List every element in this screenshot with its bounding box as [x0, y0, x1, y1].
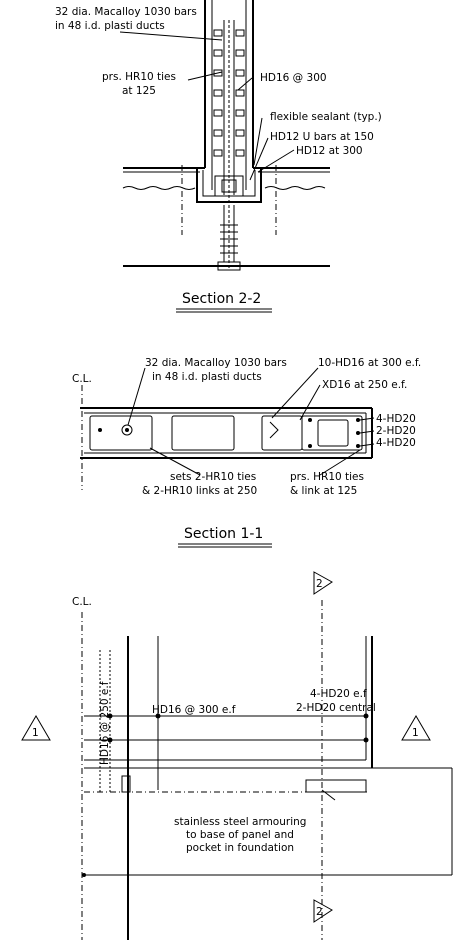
section-2-2-ties-label-2: at 125 [122, 85, 156, 97]
section-1-1-sets-label-2: & 2-HR10 links at 250 [142, 485, 257, 497]
elevation-armour-label-2: to base of panel and [186, 829, 294, 841]
section-1-1-xd16-label: XD16 at 250 e.f. [322, 379, 407, 391]
section-2-2: 32 dia. Macalloy 1030 bars in 48 i.d. pl… [55, 0, 382, 313]
section-1-1-cl-label: C.L. [72, 373, 92, 385]
section-1-1-title: Section 1-1 [184, 526, 263, 542]
section-2-2-ties [213, 29, 245, 157]
section-1-mark-right-label: 1 [412, 727, 419, 739]
section-1-1-prs-label-2: & link at 125 [290, 485, 357, 497]
section-1-1-hd20-a: 4-HD20 [376, 413, 416, 425]
section-2-marker-top: 2 [313, 571, 333, 595]
section-1-1-prs-label-1: prs. HR10 ties [290, 471, 364, 483]
elevation-hd16-v-label: HD16 @ 250 e.f [99, 681, 111, 765]
section-1-1-hd20-c: 4-HD20 [376, 437, 416, 449]
section-1-marker-left: 1 [21, 715, 51, 741]
section-1-marker-right: 1 [401, 715, 431, 741]
elevation-hd16-h-label: HD16 @ 300 e.f [152, 704, 236, 716]
elevation-hd20-ef-label: 4-HD20 e.f [310, 688, 367, 700]
section-2-2-ubars-label: HD12 U bars at 150 [270, 131, 374, 143]
section-2-2-ties-label-1: prs. HR10 ties [102, 71, 176, 83]
section-1-1-bars-label-1: 32 dia. Macalloy 1030 bars [145, 357, 287, 369]
anchor-bolt [217, 205, 241, 271]
elevation-cl-label: C.L. [72, 596, 92, 608]
section-1-1-hd16-label: 10-HD16 at 300 e.f. [318, 357, 421, 369]
section-2-2-bars-label-1: 32 dia. Macalloy 1030 bars [55, 6, 197, 18]
section-1-1-sets-label-1: sets 2-HR10 ties [170, 471, 256, 483]
section-2-2-bars-label-2: in 48 i.d. plasti ducts [55, 20, 165, 32]
section-2-2-hd12-label: HD12 at 300 [296, 145, 363, 157]
section-2-mark-top-label: 2 [316, 578, 323, 590]
section-2-2-title: Section 2-2 [182, 291, 261, 307]
elevation-hd20-central-label: 2-HD20 central [296, 702, 376, 714]
section-1-1-hd20-b: 2-HD20 [376, 425, 416, 437]
section-1-1-bars-label-2: in 48 i.d. plasti ducts [152, 371, 262, 383]
section-2-mark-bottom-label: 2 [316, 906, 323, 918]
elevation: C.L. 1 1 [21, 571, 453, 940]
section-1-mark-left-label: 1 [32, 727, 39, 739]
section-2-marker-bottom: 2 [313, 899, 333, 923]
elevation-armour-label-1: stainless steel armouring [174, 816, 306, 828]
section-2-2-sealant-label: flexible sealant (typ.) [270, 111, 382, 123]
section-1-1: C.L. 32 dia. Macalloy 1030 bars in 48 i.… [72, 357, 421, 548]
elevation-armour-label-3: pocket in foundation [186, 842, 294, 854]
section-2-2-hd16-label: HD16 @ 300 [260, 72, 327, 84]
